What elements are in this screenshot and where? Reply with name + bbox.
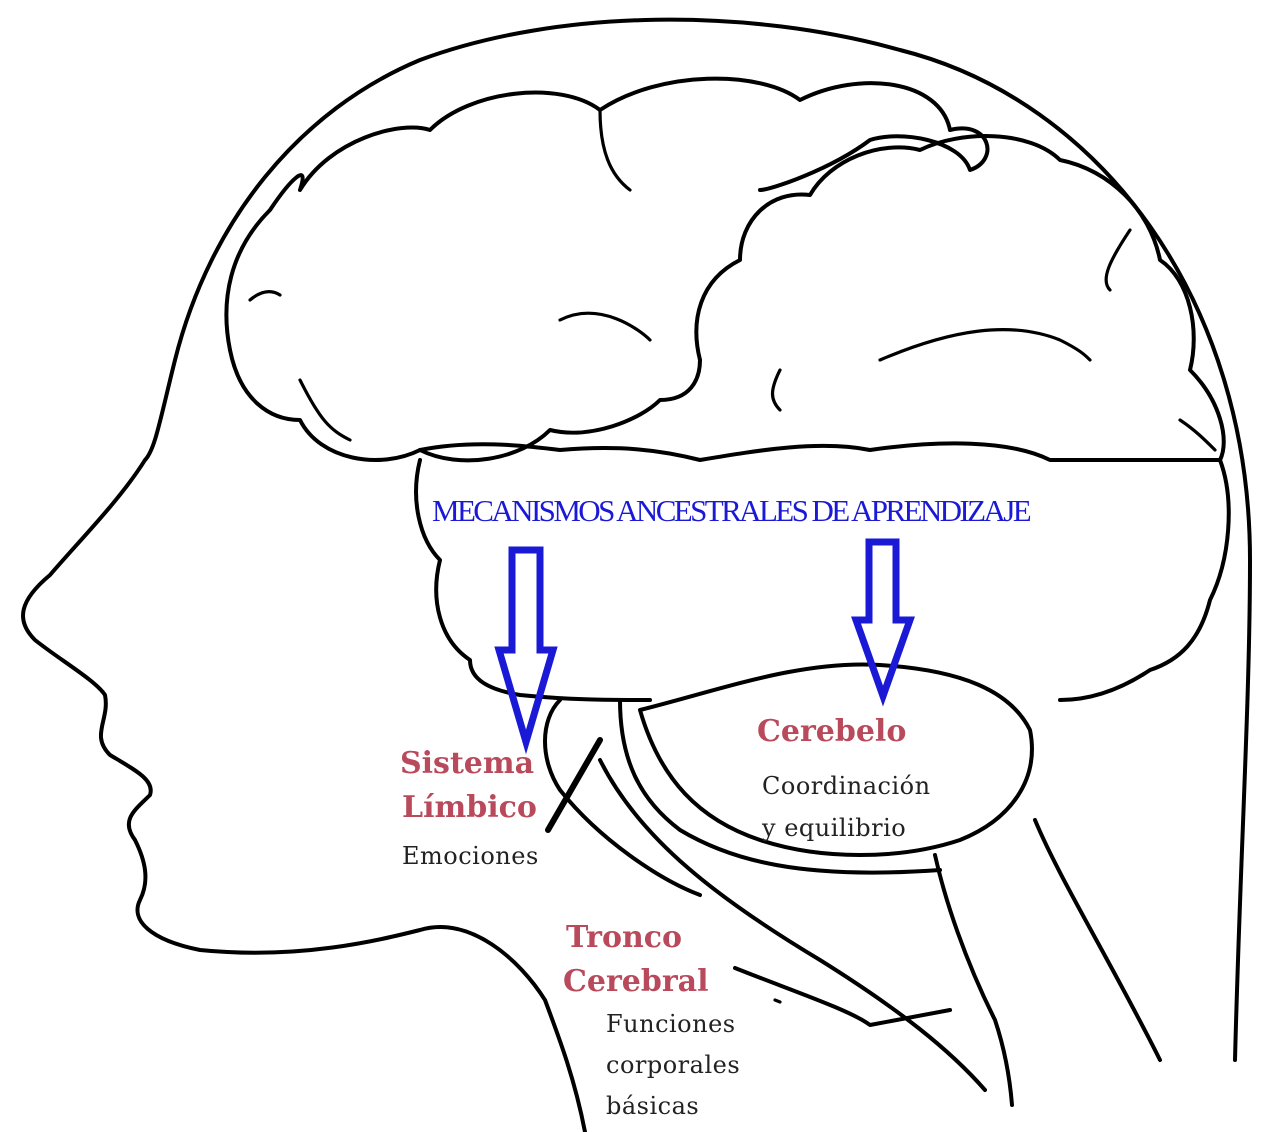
- parietal-gyrus-4: [1180, 420, 1215, 450]
- frontal-gyrus-4: [560, 313, 650, 340]
- limbic-name-line1: Sistema: [400, 746, 534, 781]
- brainstem-name-line2: Cerebral: [563, 964, 708, 999]
- parietal-gyrus-1: [880, 330, 1090, 360]
- limbic-description: Emociones: [402, 842, 539, 870]
- frontal-gyrus-3: [600, 110, 630, 190]
- cerebellum-description-line1: Coordinación: [762, 772, 931, 800]
- brainstem-pointer-tick: [775, 1000, 780, 1002]
- down-arrow-right: [856, 542, 910, 696]
- neck-front-line: [935, 855, 1012, 1105]
- frontal-gyrus-2: [250, 292, 280, 300]
- parietal-gyrus-3: [1106, 230, 1130, 290]
- brainstem-description-line1: Funciones: [606, 1010, 736, 1038]
- brainstem-description-line2: corporales: [606, 1051, 740, 1079]
- cerebellum-name: Cerebelo: [757, 714, 906, 749]
- brainstem-name-line1: Tronco: [566, 920, 682, 955]
- banner-title: MECANISMOS ANCESTRALES DE APRENDIZAJE: [432, 493, 1029, 529]
- cerebellum-description-line2: y equilibrio: [762, 814, 906, 842]
- down-arrow-left: [499, 550, 553, 742]
- frontal-lobe: [226, 79, 987, 350]
- neck-back-line: [1035, 820, 1160, 1060]
- brainstem-description-line3: básicas: [606, 1092, 699, 1120]
- limbic-name-line2: Límbico: [402, 790, 537, 825]
- parietal-gyrus-2: [773, 370, 781, 410]
